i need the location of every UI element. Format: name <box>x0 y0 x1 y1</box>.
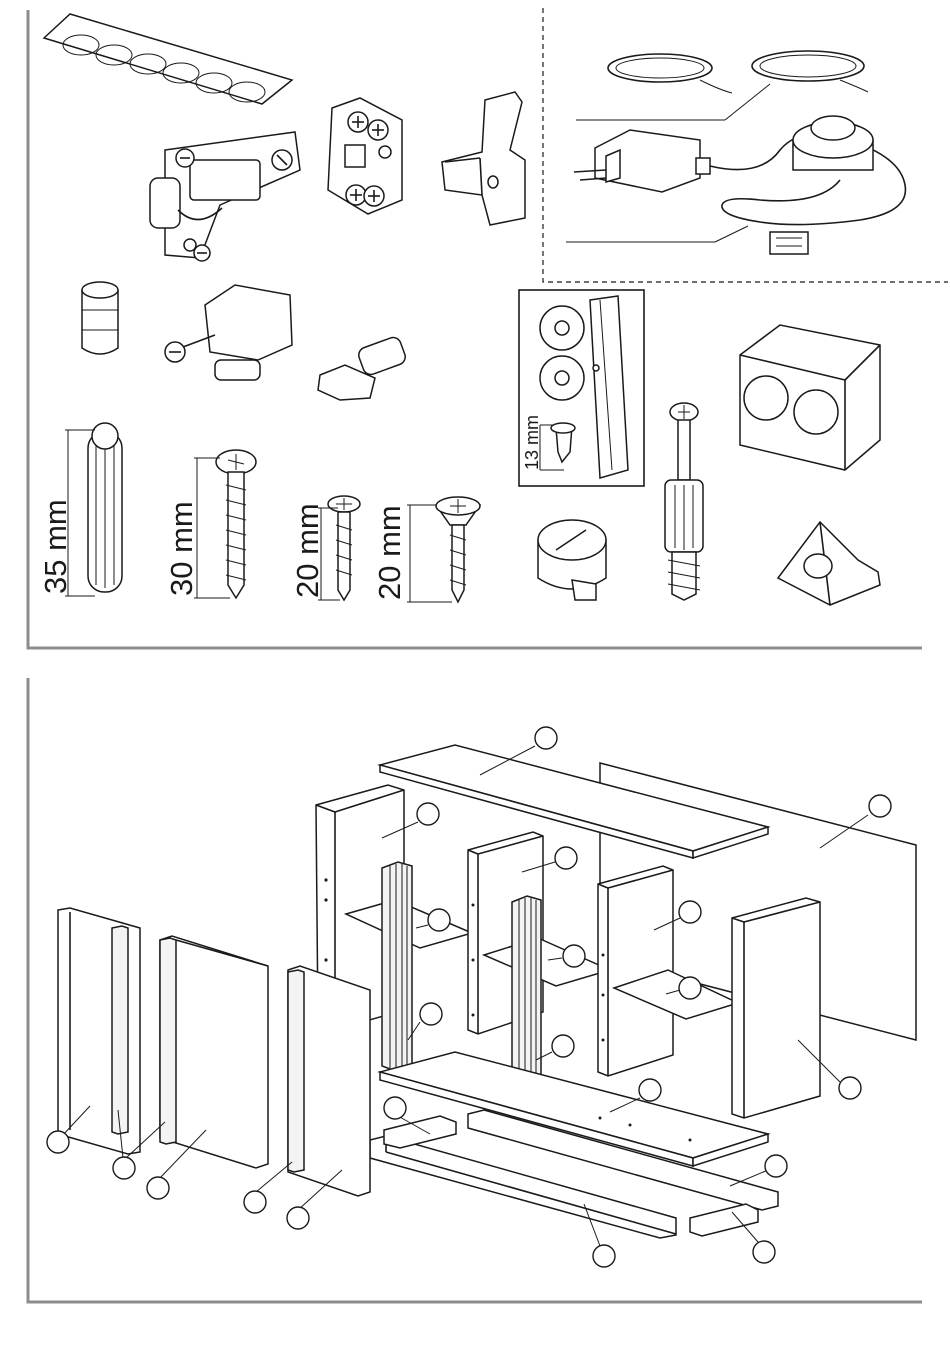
callout-plinth-end-right <box>753 1241 775 1263</box>
screw-30mm: 30 mm <box>164 450 256 598</box>
callout-trim-left <box>420 1003 442 1025</box>
plinth-end-right <box>690 1204 758 1236</box>
callout-plinth-back <box>765 1155 787 1177</box>
hinge-mounting-plate <box>328 98 402 214</box>
wooden-dowel: 35 mm <box>38 423 122 596</box>
cam-lock <box>538 520 606 600</box>
fluted-trim-left <box>382 862 412 1072</box>
led-strip-kit <box>566 51 905 254</box>
callout-door-left <box>47 1131 69 1153</box>
right-side-panel <box>732 898 820 1118</box>
callout-partition-1 <box>555 847 577 869</box>
callout-door-middle <box>147 1177 169 1199</box>
screw-30-length-label: 30 mm <box>164 501 199 596</box>
door-right <box>288 966 370 1196</box>
callout-back-panel <box>869 795 891 817</box>
callout-door-right <box>287 1207 309 1229</box>
exploded-view-panel <box>28 678 922 1302</box>
screw-20a-length-label: 20 mm <box>290 503 325 598</box>
clip-screw-length-label: 13 mm <box>522 415 542 470</box>
door-middle <box>160 936 268 1168</box>
callout-left-side <box>417 803 439 825</box>
callout-shelf-middle <box>563 945 585 967</box>
callout-trim-right <box>552 1035 574 1057</box>
hardware-panel: 13 mm 35 mm <box>28 8 948 648</box>
callout-trim-door-2 <box>244 1191 266 1213</box>
cabinet-hinge <box>150 132 300 261</box>
callout-bottom-board <box>639 1079 661 1101</box>
connector-block <box>740 325 880 470</box>
callout-shelf-right <box>679 977 701 999</box>
cam-connector <box>165 285 292 380</box>
plastic-plug <box>82 282 118 354</box>
screw-20mm-a: 20 mm <box>290 496 360 600</box>
callout-top-board <box>535 727 557 749</box>
felt-pad-strip <box>44 14 292 104</box>
callout-right-side <box>839 1077 861 1099</box>
screw-20mm-b: 20 mm <box>372 497 480 602</box>
shelf-pin <box>318 335 407 400</box>
callout-trim-door-1 <box>113 1157 135 1179</box>
door-left <box>58 908 140 1154</box>
callout-plinth-front <box>593 1245 615 1267</box>
corner-bracket <box>778 522 880 605</box>
callout-shelf-left <box>428 909 450 931</box>
callout-plinth-end-left <box>384 1097 406 1119</box>
plinth-end-left <box>384 1116 456 1148</box>
shelf-bracket <box>442 92 525 225</box>
middle-partition-2 <box>598 866 673 1076</box>
screw-20b-length-label: 20 mm <box>372 505 407 600</box>
dowel-length-label: 35 mm <box>38 499 73 594</box>
connecting-bolt <box>665 403 703 600</box>
shelf-clip-set: 13 mm <box>519 290 644 486</box>
callout-partition-2 <box>679 901 701 923</box>
